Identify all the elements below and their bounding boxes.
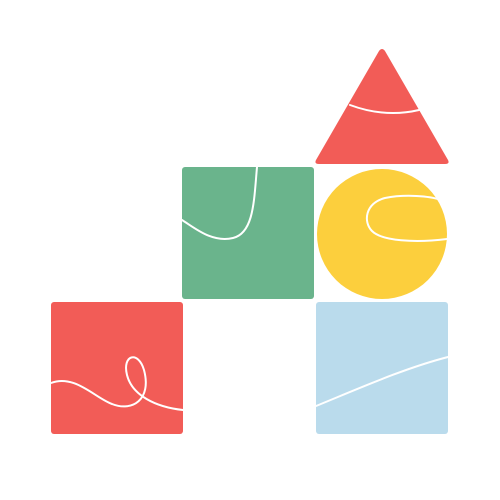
yellow-circle (317, 169, 448, 299)
red-square-line (50, 356, 184, 411)
light-blue-square-shape (316, 302, 448, 434)
red-triangle (315, 49, 449, 164)
red-square-shape (51, 302, 183, 434)
red-triangle-shape (315, 49, 449, 164)
light-blue-square (315, 302, 449, 434)
green-square-shape (182, 167, 314, 299)
green-square (181, 166, 314, 299)
green-square-line (181, 166, 258, 240)
red-square (50, 302, 184, 434)
light-blue-square-line (315, 356, 449, 407)
yellow-circle-shape (317, 169, 447, 299)
red-triangle-line (349, 104, 420, 114)
yellow-circle-line (365, 194, 448, 242)
